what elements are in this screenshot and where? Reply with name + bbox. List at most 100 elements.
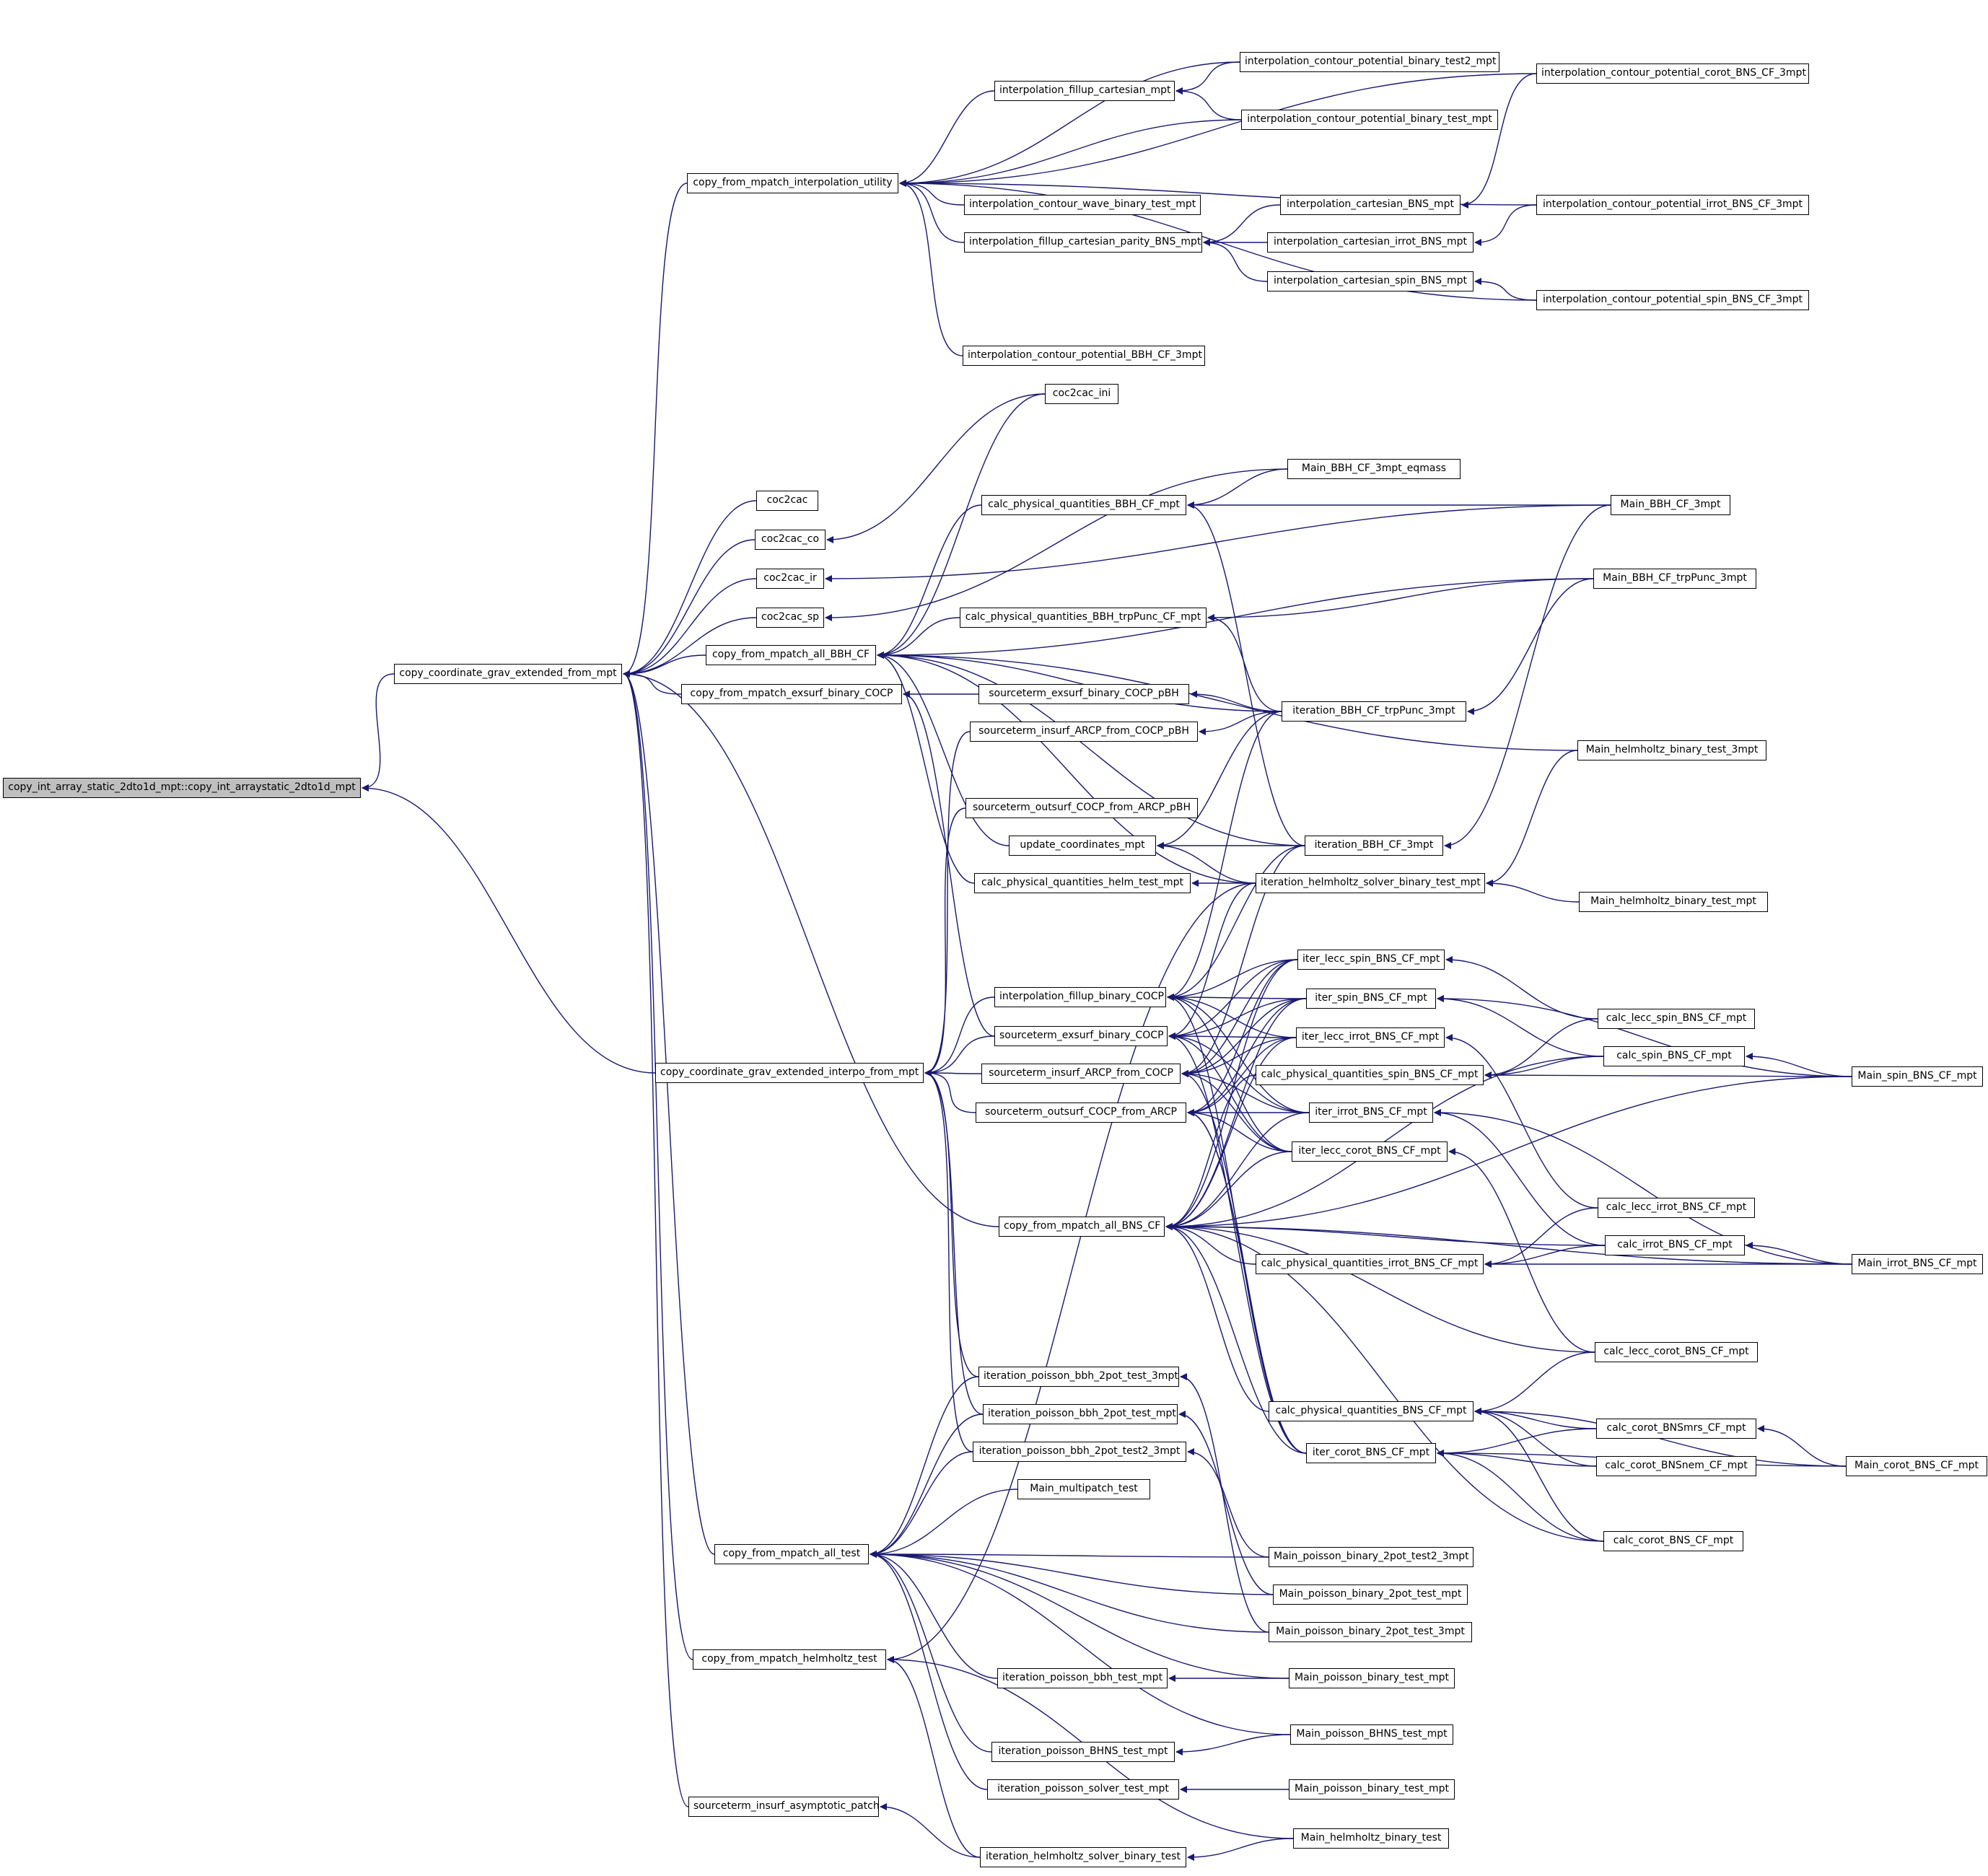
node-cfmexsurf[interactable]: copy_from_mpatch_exsurf_binary_COCP	[681, 684, 902, 704]
edge-mainhelmmpt-to-ithelmmpt	[1486, 880, 1580, 903]
node-coc2cacsp[interactable]: coc2cac_sp	[756, 608, 824, 628]
node-ccorotmrs[interactable]: calc_corot_BNSmrs_CF_mpt	[1596, 1419, 1756, 1439]
node-ccorot[interactable]: calc_corot_BNS_CF_mpt	[1603, 1531, 1743, 1551]
node-mainpbt[interactable]: Main_poisson_binary_test_mpt	[1289, 1668, 1455, 1688]
edge-itspin-to-ifbcocp	[1167, 994, 1307, 1001]
edge-itleccspin-to-stinarcp	[1181, 959, 1298, 1077]
node-icspin[interactable]: interpolation_cartesian_spin_BNS_mpt	[1267, 271, 1474, 292]
edge-icpspin-to-icspin	[1474, 278, 1537, 301]
node-mainbbheq[interactable]: Main_BBH_CF_3mpt_eqmass	[1287, 459, 1461, 479]
node-ccorotnem[interactable]: calc_corot_BNSnem_CF_mpt	[1596, 1456, 1756, 1476]
node-cfmall[interactable]: copy_from_mpatch_all_test	[714, 1544, 869, 1564]
node-icirrot[interactable]: interpolation_cartesian_irrot_BNS_mpt	[1267, 232, 1474, 253]
node-mainhelm3[interactable]: Main_helmholtz_binary_test_3mpt	[1577, 740, 1766, 761]
node-coc2cacini[interactable]: coc2cac_ini	[1045, 384, 1118, 404]
node-itpbhns[interactable]: iteration_poisson_BHNS_test_mpt	[991, 1742, 1175, 1762]
node-cfmbbh[interactable]: copy_from_mpatch_all_BBH_CF	[706, 645, 876, 665]
node-stexpbh[interactable]: sourceterm_exsurf_binary_COCP_pBH	[978, 684, 1189, 704]
node-mainhelmmpt[interactable]: Main_helmholtz_binary_test_mpt	[1579, 892, 1768, 912]
node-cfmiu[interactable]: copy_from_mpatch_interpolation_utility	[687, 173, 898, 193]
node-cpqirrot[interactable]: calc_physical_quantities_irrot_BNS_CF_mp…	[1256, 1254, 1484, 1274]
node-ifbcocp[interactable]: interpolation_fillup_binary_COCP	[994, 987, 1166, 1007]
node-icbns[interactable]: interpolation_cartesian_BNS_mpt	[1280, 195, 1461, 215]
node-mainbbh[interactable]: Main_BBH_CF_3mpt	[1611, 495, 1730, 515]
edge-ccorot-to-itcorot	[1437, 1450, 1604, 1542]
node-mainp2p2[interactable]: Main_poisson_binary_2pot_test2_3mpt	[1269, 1547, 1474, 1567]
node-itlecccorot[interactable]: iter_lecc_corot_BNS_CF_mpt	[1292, 1141, 1448, 1162]
node-updcoord[interactable]: update_coordinates_mpt	[1009, 836, 1156, 856]
node-mainmulti[interactable]: Main_multipatch_test	[1017, 1479, 1150, 1499]
node-root[interactable]: copy_int_array_static_2dto1d_mpt::copy_i…	[3, 778, 361, 798]
node-cpqbns[interactable]: calc_physical_quantities_BNS_CF_mpt	[1269, 1401, 1474, 1421]
node-itirrot[interactable]: iter_irrot_BNS_CF_mpt	[1309, 1103, 1433, 1123]
edge-itleccspin-to-stoutcocp	[1187, 959, 1298, 1116]
node-mainp2p3[interactable]: Main_poisson_binary_2pot_test_3mpt	[1269, 1622, 1472, 1642]
node-itpbbh2p[interactable]: iteration_poisson_bbh_2pot_test_mpt	[983, 1404, 1178, 1424]
node-itleccirrot[interactable]: iter_lecc_irrot_BNS_CF_mpt	[1296, 1027, 1445, 1048]
node-stexcocp[interactable]: sourceterm_exsurf_binary_COCP	[994, 1026, 1168, 1046]
node-clecccorot[interactable]: calc_lecc_corot_BNS_CF_mpt	[1595, 1342, 1758, 1362]
node-itbbhtrp[interactable]: iteration_BBH_CF_trpPunc_3mpt	[1282, 701, 1466, 722]
node-icpirrot[interactable]: interpolation_contour_potential_irrot_BN…	[1536, 195, 1809, 215]
node-cpqbbh[interactable]: calc_physical_quantities_BBH_CF_mpt	[981, 495, 1186, 515]
edge-clecccorot-to-cpqbns	[1474, 1351, 1595, 1415]
edge-ithelmmpt-to-stexcocp	[1168, 882, 1256, 1040]
edge-itleccirrot-to-stoutcocp	[1187, 1037, 1297, 1116]
node-stoutcocp[interactable]: sourceterm_outsurf_COCP_from_ARCP	[976, 1103, 1186, 1123]
node-stinasym[interactable]: sourceterm_insurf_asymptotic_patch	[688, 1797, 880, 1817]
node-mainbbhtrp[interactable]: Main_BBH_CF_trpPunc_3mpt	[1593, 569, 1756, 589]
node-mainirrot[interactable]: Main_irrot_BNS_CF_mpt	[1852, 1254, 1983, 1274]
node-cge[interactable]: copy_coordinate_grav_extended_from_mpt	[394, 664, 622, 684]
node-icpbt[interactable]: interpolation_contour_potential_binary_t…	[1241, 110, 1498, 130]
edge-updcoord-to-cfmbbh	[877, 652, 1010, 846]
node-ithelm[interactable]: iteration_helmholtz_solver_binary_test	[980, 1847, 1186, 1867]
node-itpsolver[interactable]: iteration_poisson_solver_test_mpt	[987, 1779, 1179, 1800]
node-mainpbt2[interactable]: Main_poisson_binary_test_mpt	[1289, 1779, 1455, 1800]
edge-icpbt2-to-cfmiu	[899, 61, 1240, 187]
node-cirrot[interactable]: calc_irrot_BNS_CF_mpt	[1605, 1235, 1745, 1255]
node-coc2cac[interactable]: coc2cac	[756, 491, 818, 511]
edge-coc2cacini-to-coc2cacco	[826, 393, 1046, 543]
edge-ifcp-to-cfmiu	[899, 180, 965, 243]
node-ifc[interactable]: interpolation_fillup_cartesian_mpt	[994, 81, 1175, 101]
node-cpqhelm[interactable]: calc_physical_quantities_helm_test_mpt	[974, 873, 1191, 893]
node-cpqspin[interactable]: calc_physical_quantities_spin_BNS_CF_mpt	[1256, 1065, 1484, 1085]
edge-itpsolver-to-cfmall	[870, 1551, 988, 1790]
node-itbbh[interactable]: iteration_BBH_CF_3mpt	[1305, 836, 1443, 856]
node-stinarcppbh[interactable]: sourceterm_insurf_ARCP_from_COCP_pBH	[970, 722, 1198, 742]
node-icpbbh[interactable]: interpolation_contour_potential_BBH_CF_3…	[963, 346, 1205, 366]
node-cfmhelm[interactable]: copy_from_mpatch_helmholtz_test	[693, 1649, 886, 1670]
node-itspin[interactable]: iter_spin_BNS_CF_mpt	[1306, 989, 1436, 1009]
node-cgei[interactable]: copy_coordinate_grav_extended_interpo_fr…	[655, 1063, 924, 1083]
node-maincorot[interactable]: Main_corot_BNS_CF_mpt	[1846, 1456, 1987, 1476]
node-ifcp[interactable]: interpolation_fillup_cartesian_parity_BN…	[964, 232, 1202, 253]
node-itcorot[interactable]: iter_corot_BNS_CF_mpt	[1306, 1443, 1436, 1463]
edge-mainspin-to-itspin	[1437, 995, 1852, 1077]
node-icpspin[interactable]: interpolation_contour_potential_spin_BNS…	[1536, 290, 1809, 310]
edge-stinasym-to-cge	[623, 670, 689, 1807]
node-itpbbh2p3[interactable]: iteration_poisson_bbh_2pot_test_3mpt	[978, 1367, 1179, 1387]
node-mainspin[interactable]: Main_spin_BNS_CF_mpt	[1852, 1066, 1983, 1087]
node-itpbbh2p2[interactable]: iteration_poisson_bbh_2pot_test2_3mpt	[973, 1442, 1186, 1462]
node-itleccspin[interactable]: iter_lecc_spin_BNS_CF_mpt	[1297, 950, 1445, 970]
node-cspin[interactable]: calc_spin_BNS_CF_mpt	[1603, 1046, 1745, 1066]
node-ithelmmpt[interactable]: iteration_helmholtz_solver_binary_test_m…	[1256, 873, 1485, 893]
node-itpbbh[interactable]: iteration_poisson_bbh_test_mpt	[997, 1668, 1168, 1688]
node-cpqbbhtrp[interactable]: calc_physical_quantities_BBH_trpPunc_CF_…	[960, 608, 1207, 628]
node-coc2cacir[interactable]: coc2cac_ir	[756, 569, 824, 589]
node-stinarcp[interactable]: sourceterm_insurf_ARCP_from_COCP	[981, 1064, 1181, 1084]
node-icpcorot[interactable]: interpolation_contour_potential_corot_BN…	[1536, 63, 1809, 84]
node-mainhelm[interactable]: Main_helmholtz_binary_test	[1293, 1828, 1449, 1849]
node-cfmbns[interactable]: copy_from_mpatch_all_BNS_CF	[999, 1217, 1165, 1237]
node-stoutcocppbh[interactable]: sourceterm_outsurf_COCP_from_ARCP_pBH	[965, 798, 1198, 818]
node-cleccirrot[interactable]: calc_lecc_irrot_BNS_CF_mpt	[1598, 1198, 1755, 1218]
edge-coc2cac-to-cge	[623, 500, 757, 678]
edge-cfmiu-to-cge	[623, 183, 688, 678]
node-mainp2p[interactable]: Main_poisson_binary_2pot_test_mpt	[1273, 1584, 1468, 1605]
node-cleccspin[interactable]: calc_lecc_spin_BNS_CF_mpt	[1598, 1009, 1755, 1029]
node-mainpbhns[interactable]: Main_poisson_BHNS_test_mpt	[1290, 1724, 1453, 1745]
node-icwbt[interactable]: interpolation_contour_wave_binary_test_m…	[964, 195, 1201, 215]
edge-itpbbh-to-cfmall	[870, 1551, 998, 1679]
node-icpbt2[interactable]: interpolation_contour_potential_binary_t…	[1240, 52, 1499, 72]
node-coc2cacco[interactable]: coc2cac_co	[755, 530, 826, 550]
